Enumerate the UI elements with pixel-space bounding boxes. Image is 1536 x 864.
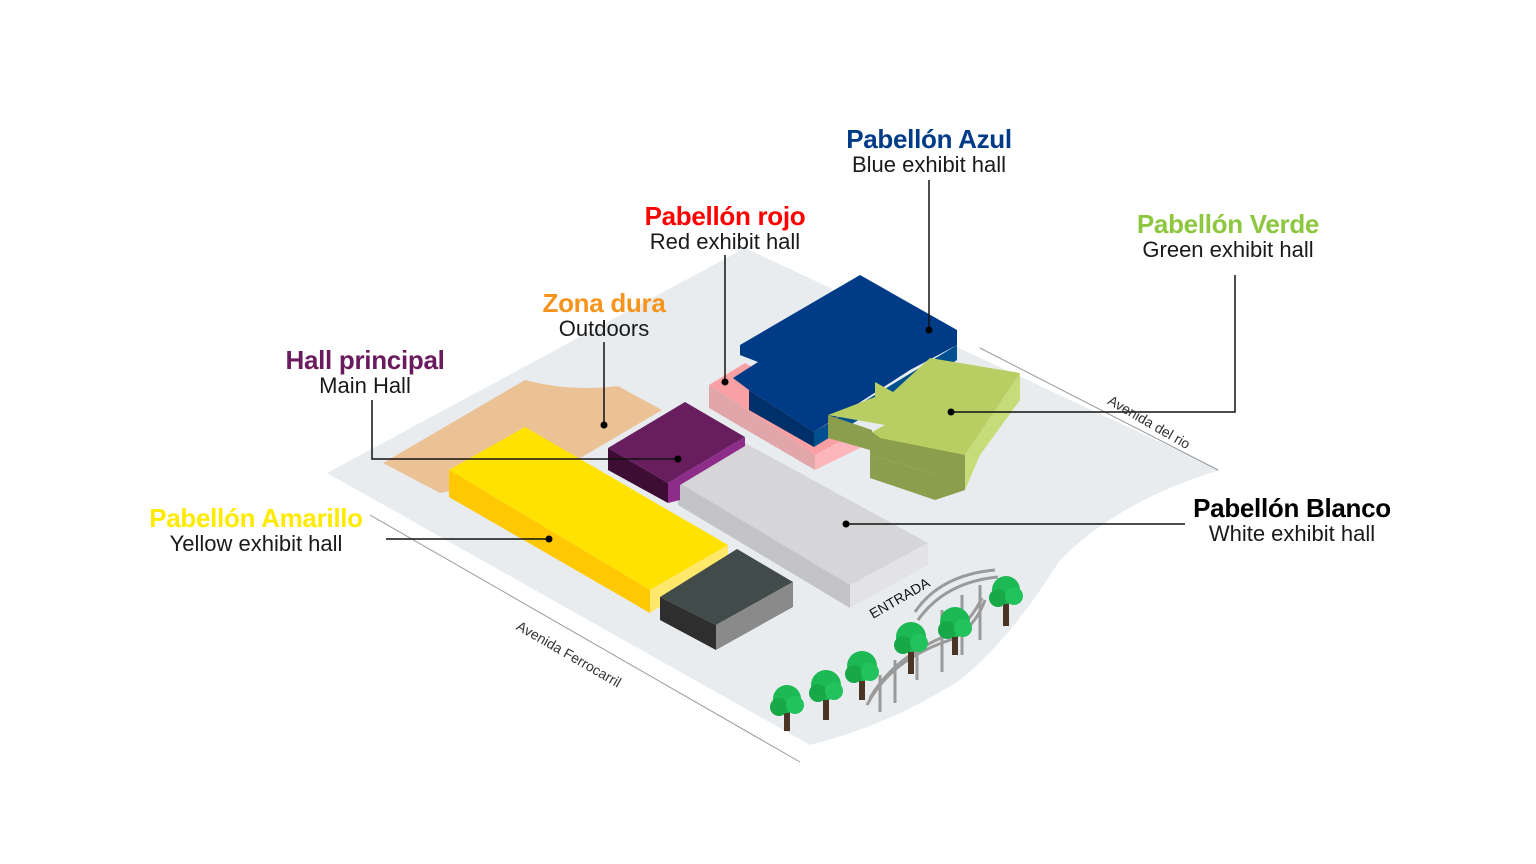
label-pabellon-rojo: Pabellón rojo Red exhibit hall <box>645 203 806 253</box>
dark-building <box>660 549 793 650</box>
tree-icon <box>845 651 879 700</box>
pabellon-blanco-building[interactable] <box>678 443 928 608</box>
trees <box>770 576 1023 731</box>
label-title: Pabellón Azul <box>846 124 1012 154</box>
label-pabellon-blanco: Pabellón Blanco White exhibit hall <box>1193 495 1391 545</box>
pabellon-verde-building[interactable] <box>828 358 1020 500</box>
leader-lines <box>371 180 1236 540</box>
tree-icon <box>894 622 928 674</box>
label-pabellon-amarillo: Pabellón Amarillo Yellow exhibit hall <box>149 505 363 555</box>
label-subtitle: Red exhibit hall <box>649 229 801 254</box>
label-title: Pabellón Amarillo <box>149 503 363 533</box>
road-rio <box>979 347 1219 471</box>
label-subtitle: White exhibit hall <box>1208 521 1376 546</box>
label-zona-dura: Zona dura Outdoors <box>543 290 666 340</box>
label-hall-principal: Hall principal Main Hall <box>285 347 444 397</box>
label-subtitle: Green exhibit hall <box>1142 237 1314 262</box>
label-title: Pabellón Blanco <box>1193 493 1391 523</box>
label-pabellon-verde: Pabellón Verde Green exhibit hall <box>1136 209 1320 262</box>
tree-icon <box>989 576 1023 626</box>
hall-principal-building[interactable] <box>608 402 745 503</box>
tree-icon <box>809 670 843 720</box>
label-subtitle: Outdoors <box>558 316 650 341</box>
label-pabellon-azul: Pabellón Azul Blue exhibit hall <box>846 126 1012 176</box>
label-title: Pabellón rojo <box>644 201 806 231</box>
label-subtitle: Yellow exhibit hall <box>169 531 343 556</box>
road-ferrocarril <box>369 514 801 763</box>
label-subtitle: Main Hall <box>319 373 411 398</box>
label-title: Hall principal <box>285 345 445 375</box>
tree-icon <box>770 685 804 731</box>
label-title: Zona dura <box>542 288 666 318</box>
label-subtitle: Blue exhibit hall <box>851 152 1007 177</box>
tree-icon <box>938 607 972 655</box>
label-title: Pabellón Verde <box>1136 209 1320 239</box>
leader-dots <box>545 326 955 543</box>
